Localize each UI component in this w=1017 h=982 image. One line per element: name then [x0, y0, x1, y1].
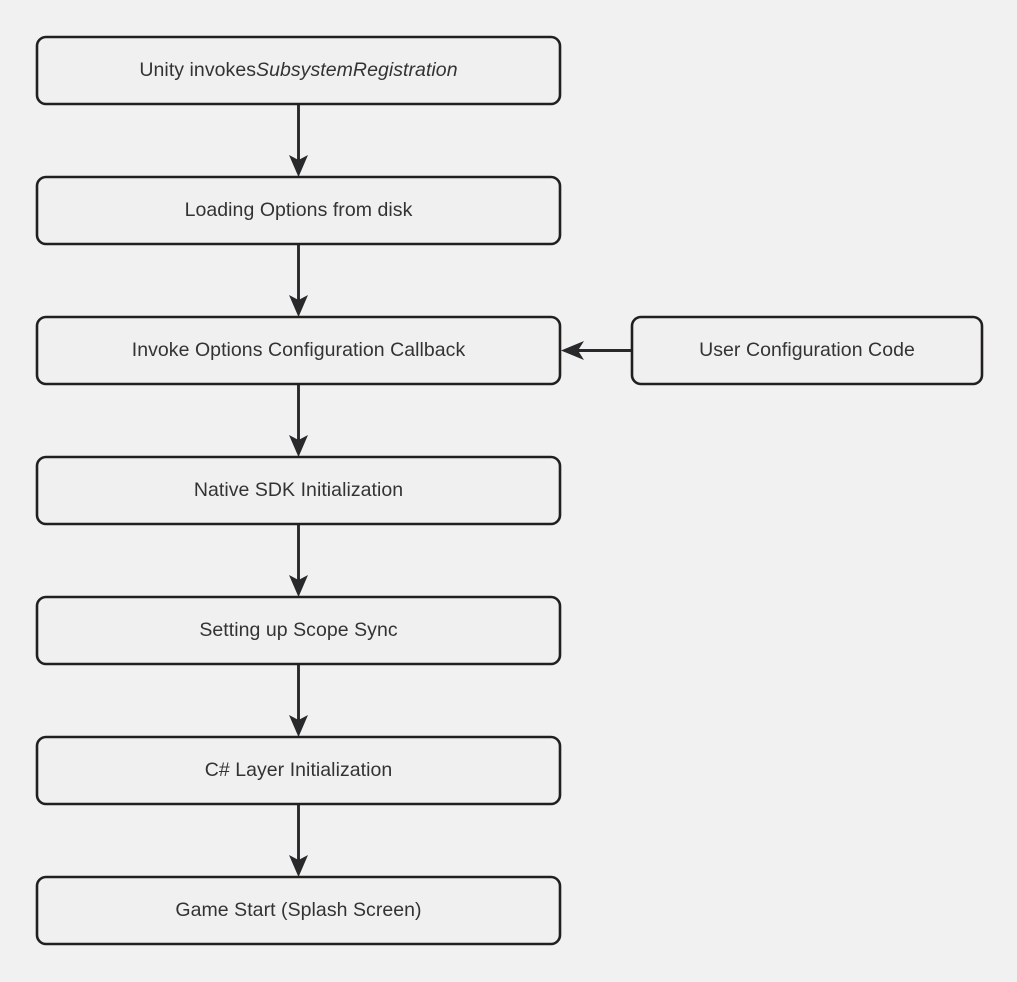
node-shape-n1[interactable] [35, 35, 562, 106]
node-shape-group [35, 35, 984, 946]
node-shape-n8[interactable] [630, 315, 984, 386]
node-shape-n2[interactable] [35, 175, 562, 246]
arrowhead-n3-n4 [289, 435, 308, 457]
arrowhead-n2-n3 [289, 295, 308, 317]
node-shape-n6[interactable] [35, 735, 562, 806]
node-shape-n3[interactable] [35, 315, 562, 386]
arrowhead-n8-n3 [561, 341, 584, 360]
arrowhead-n1-n2 [289, 155, 308, 177]
node-shape-n5[interactable] [35, 595, 562, 666]
arrowhead-n4-n5 [289, 575, 308, 597]
arrowhead-n6-n7 [289, 855, 308, 877]
node-shape-n4[interactable] [35, 455, 562, 526]
node-shape-n7[interactable] [35, 875, 562, 946]
edge-group [289, 104, 632, 877]
arrowhead-n5-n6 [289, 715, 308, 737]
